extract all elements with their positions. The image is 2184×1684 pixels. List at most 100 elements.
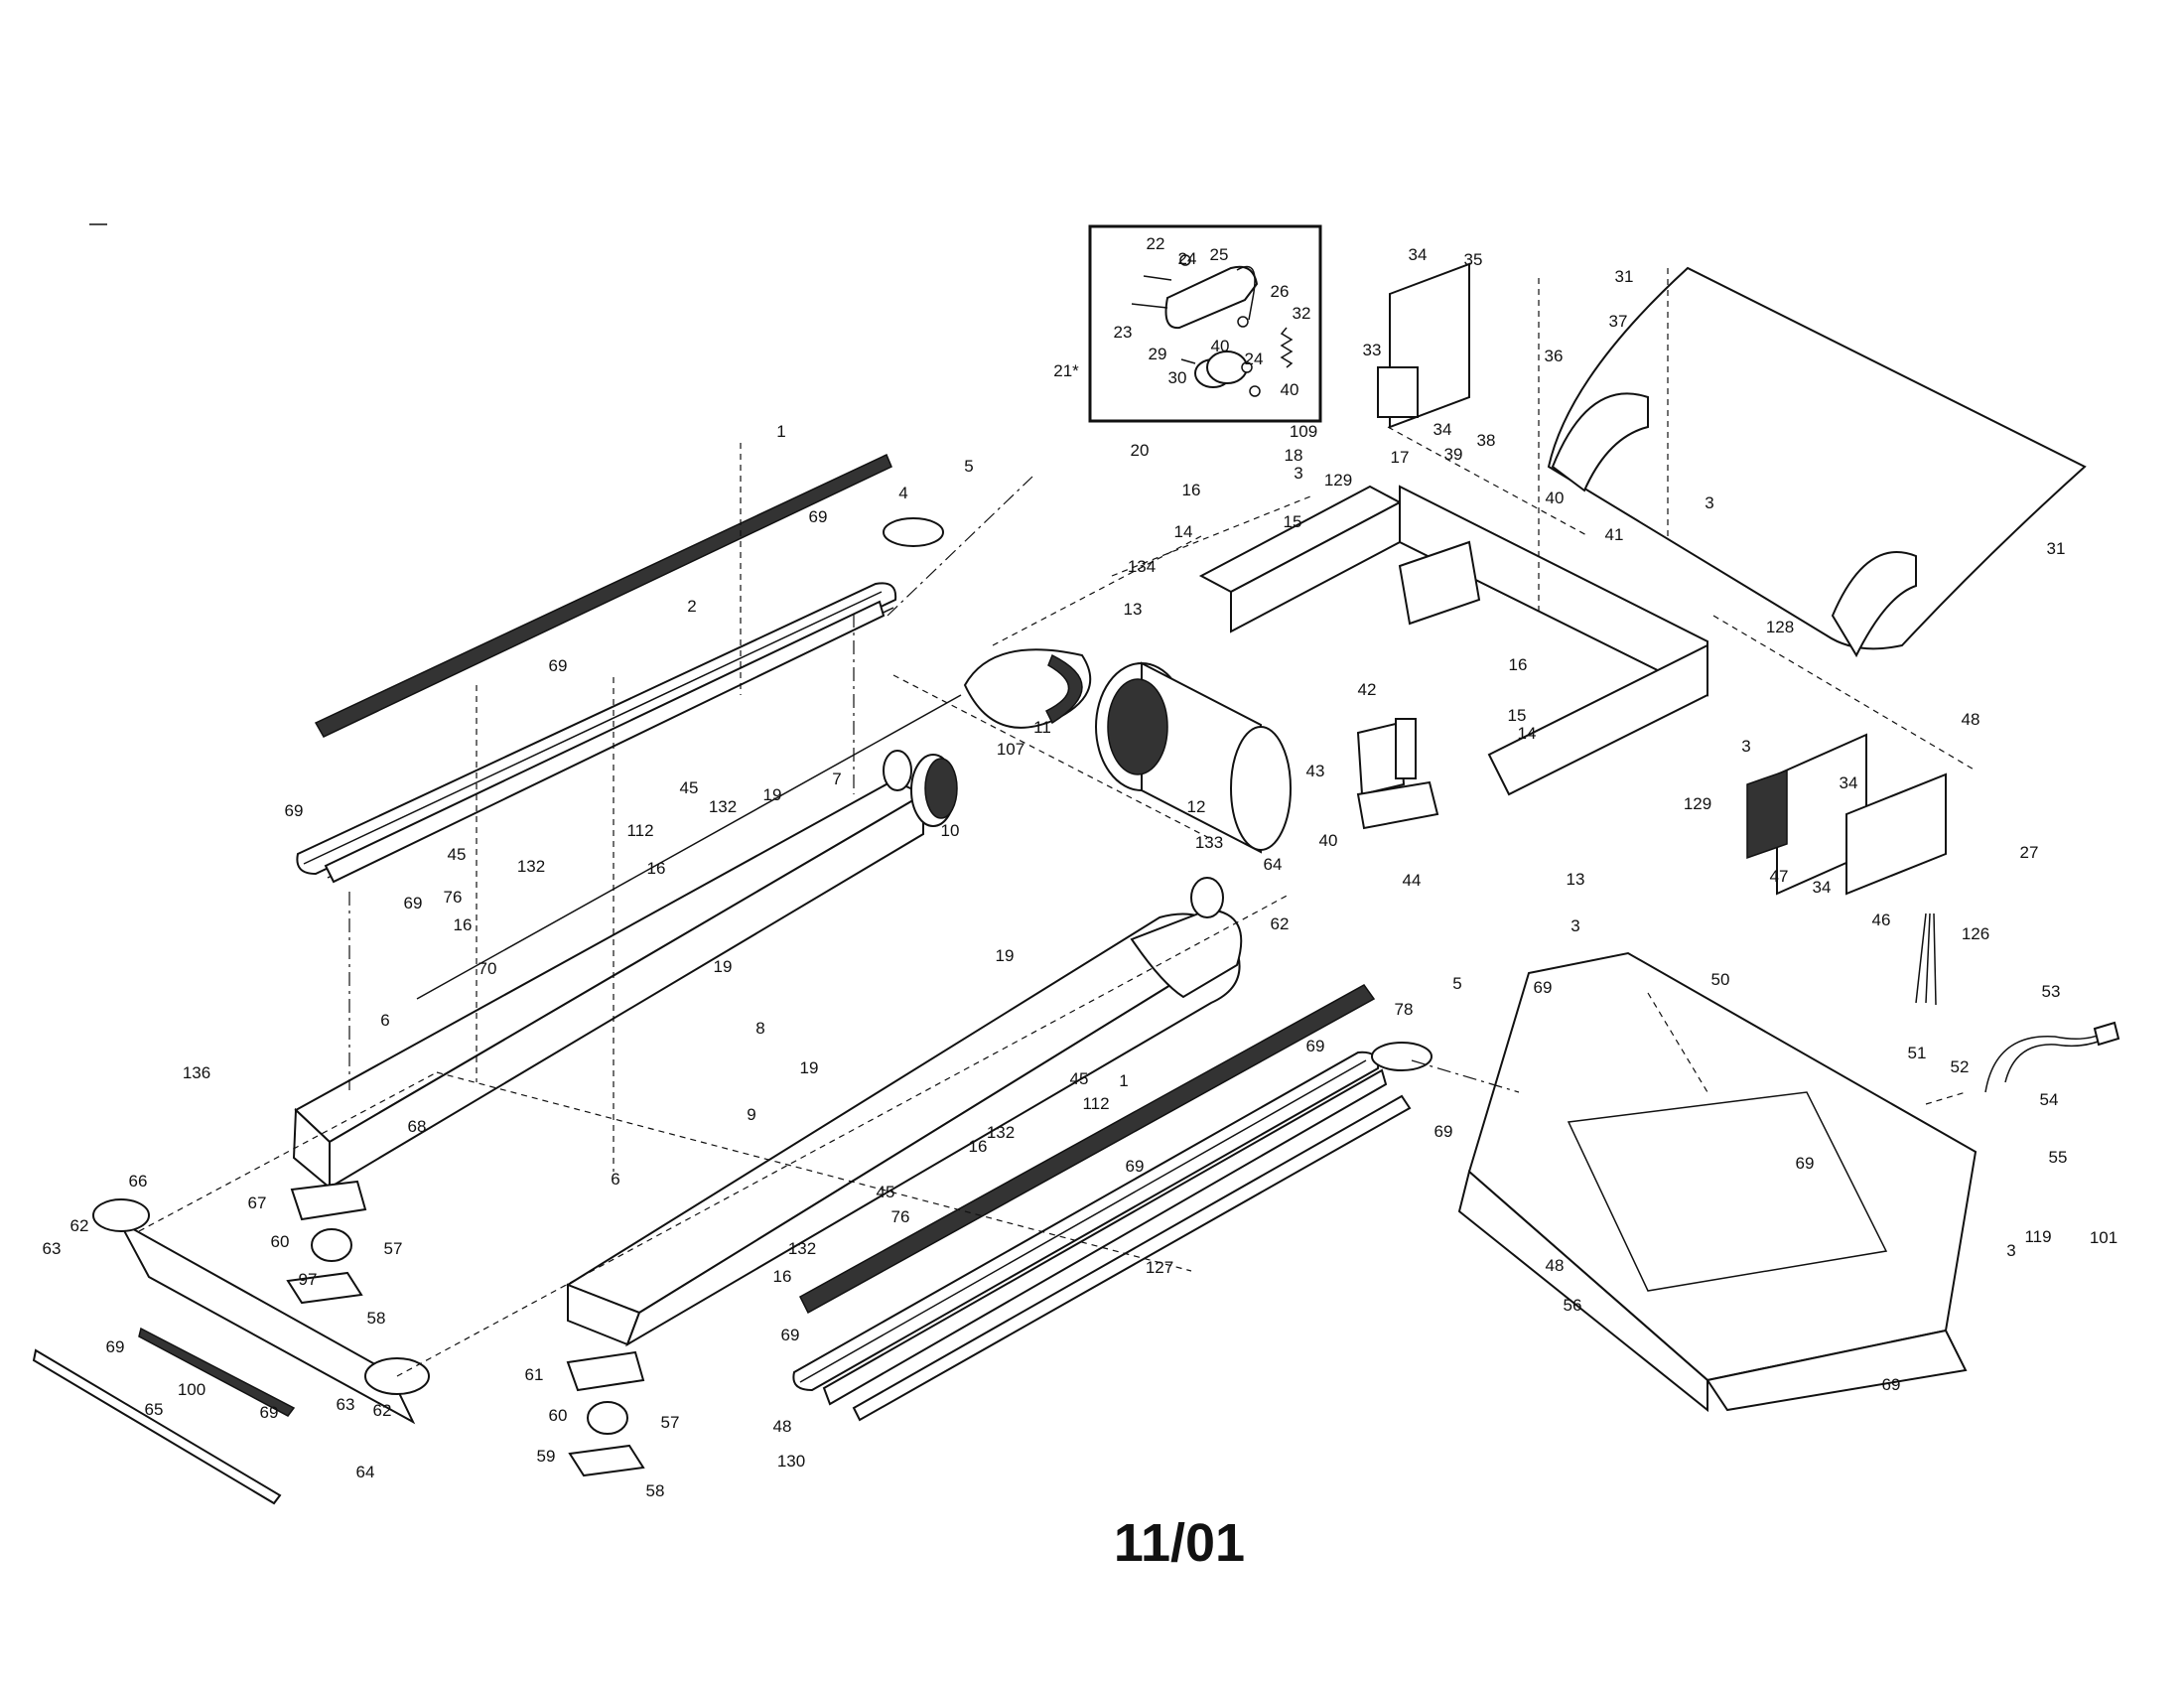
callout-45: 45 xyxy=(448,845,467,864)
motor-hood xyxy=(1547,266,2087,658)
callout-69: 69 xyxy=(1796,1154,1815,1173)
callout-132: 132 xyxy=(517,857,545,876)
callout-44: 44 xyxy=(1403,871,1422,890)
callout-69: 69 xyxy=(809,507,828,526)
callout-40: 40 xyxy=(1319,831,1338,850)
callout-3: 3 xyxy=(1570,916,1579,935)
part-callouts: 1245696969451321121619710107451327616697… xyxy=(43,234,2118,1500)
callout-59: 59 xyxy=(537,1447,556,1466)
power-cord xyxy=(1984,1021,2120,1093)
callout-34: 34 xyxy=(1840,773,1858,792)
callout-16: 16 xyxy=(1509,655,1528,674)
callout-12: 12 xyxy=(1187,797,1206,816)
callout-69: 69 xyxy=(1534,978,1553,997)
callout-112: 112 xyxy=(1082,1094,1109,1113)
callout-97: 97 xyxy=(299,1270,318,1289)
callout-33: 33 xyxy=(1363,341,1382,359)
callout-4: 4 xyxy=(898,484,907,502)
callout-17: 17 xyxy=(1391,448,1410,467)
callout-15: 15 xyxy=(1284,512,1302,531)
callout-13: 13 xyxy=(1124,600,1143,619)
callout-40: 40 xyxy=(1211,337,1230,355)
drive-motor xyxy=(1095,661,1292,854)
callout-26: 26 xyxy=(1271,282,1290,301)
callout-19: 19 xyxy=(800,1058,819,1077)
callout-109: 109 xyxy=(1290,422,1317,441)
callout-45: 45 xyxy=(1070,1069,1089,1088)
callout-38: 38 xyxy=(1477,431,1496,450)
callout-60: 60 xyxy=(271,1232,290,1251)
callout-56: 56 xyxy=(1564,1296,1582,1315)
callout-52: 52 xyxy=(1951,1057,1970,1076)
callout-30: 30 xyxy=(1168,368,1187,387)
base-tray xyxy=(1457,951,1978,1413)
callout-64: 64 xyxy=(1264,855,1283,874)
callout-45: 45 xyxy=(680,778,699,797)
callout-37: 37 xyxy=(1609,312,1628,331)
callout-27: 27 xyxy=(2020,843,2039,862)
callout-69: 69 xyxy=(549,656,568,675)
callout-20: 20 xyxy=(1131,441,1150,460)
callout-31: 31 xyxy=(1615,267,1634,286)
callout-1: 1 xyxy=(1119,1071,1128,1090)
callout-69: 69 xyxy=(1882,1375,1901,1394)
callout-16: 16 xyxy=(454,915,473,934)
callout-57: 57 xyxy=(384,1239,403,1258)
callout-76: 76 xyxy=(891,1207,910,1226)
callout-6: 6 xyxy=(611,1170,619,1189)
callout-3: 3 xyxy=(1294,464,1302,483)
callout-9: 9 xyxy=(747,1105,755,1124)
callout-53: 53 xyxy=(2042,982,2061,1001)
callout-19: 19 xyxy=(714,957,733,976)
drive-belt xyxy=(963,648,1092,729)
end-cap-right xyxy=(1371,1042,1433,1071)
callout-40: 40 xyxy=(1281,380,1299,399)
callout-19: 19 xyxy=(763,785,782,804)
callout-16: 16 xyxy=(969,1137,988,1156)
front-frame xyxy=(565,877,1243,1347)
callout-107: 107 xyxy=(997,740,1024,759)
callout-14: 14 xyxy=(1174,522,1193,541)
callout-134: 134 xyxy=(1128,557,1156,576)
callout-67: 67 xyxy=(248,1193,267,1212)
wheel-housing-front xyxy=(566,1350,645,1477)
drive-pulley xyxy=(883,750,958,827)
callout-101: 101 xyxy=(2090,1228,2117,1247)
callout-42: 42 xyxy=(1358,680,1377,699)
callout-16: 16 xyxy=(1182,481,1201,499)
callout-7: 7 xyxy=(832,770,841,788)
callout-76: 76 xyxy=(444,888,463,907)
controller-board xyxy=(1746,733,1947,896)
inset-idler-assembly xyxy=(1088,224,1322,423)
callout-62: 62 xyxy=(373,1401,392,1420)
callout-64: 64 xyxy=(356,1463,375,1481)
callout-63: 63 xyxy=(337,1395,355,1414)
callout-51: 51 xyxy=(1908,1044,1927,1062)
callout-119: 119 xyxy=(2024,1227,2051,1246)
callout-3: 3 xyxy=(2006,1241,2015,1260)
callout-23: 23 xyxy=(1114,323,1133,342)
motor-frame xyxy=(1198,485,1708,796)
callout-5: 5 xyxy=(964,457,973,476)
callout-31: 31 xyxy=(2047,539,2066,558)
callout-58: 58 xyxy=(646,1481,665,1500)
callout-34: 34 xyxy=(1813,878,1832,897)
callout-68: 68 xyxy=(408,1117,427,1136)
callout-3: 3 xyxy=(1741,737,1750,756)
callout-16: 16 xyxy=(773,1267,792,1286)
callout-69: 69 xyxy=(1434,1122,1453,1141)
callout-69: 69 xyxy=(106,1337,125,1356)
incline-motor xyxy=(1356,718,1439,830)
callout-69: 69 xyxy=(1126,1157,1145,1176)
callout-43: 43 xyxy=(1306,762,1325,780)
callout-34: 34 xyxy=(1409,245,1428,264)
callout-61: 61 xyxy=(525,1365,544,1384)
callout-45: 45 xyxy=(877,1183,895,1201)
left-frame xyxy=(292,694,962,1191)
callout-132: 132 xyxy=(788,1239,816,1258)
callout-11: 11 xyxy=(1033,718,1051,737)
callout-8: 8 xyxy=(755,1019,764,1038)
callout-128: 128 xyxy=(1766,618,1794,636)
callout-70: 70 xyxy=(478,959,497,978)
